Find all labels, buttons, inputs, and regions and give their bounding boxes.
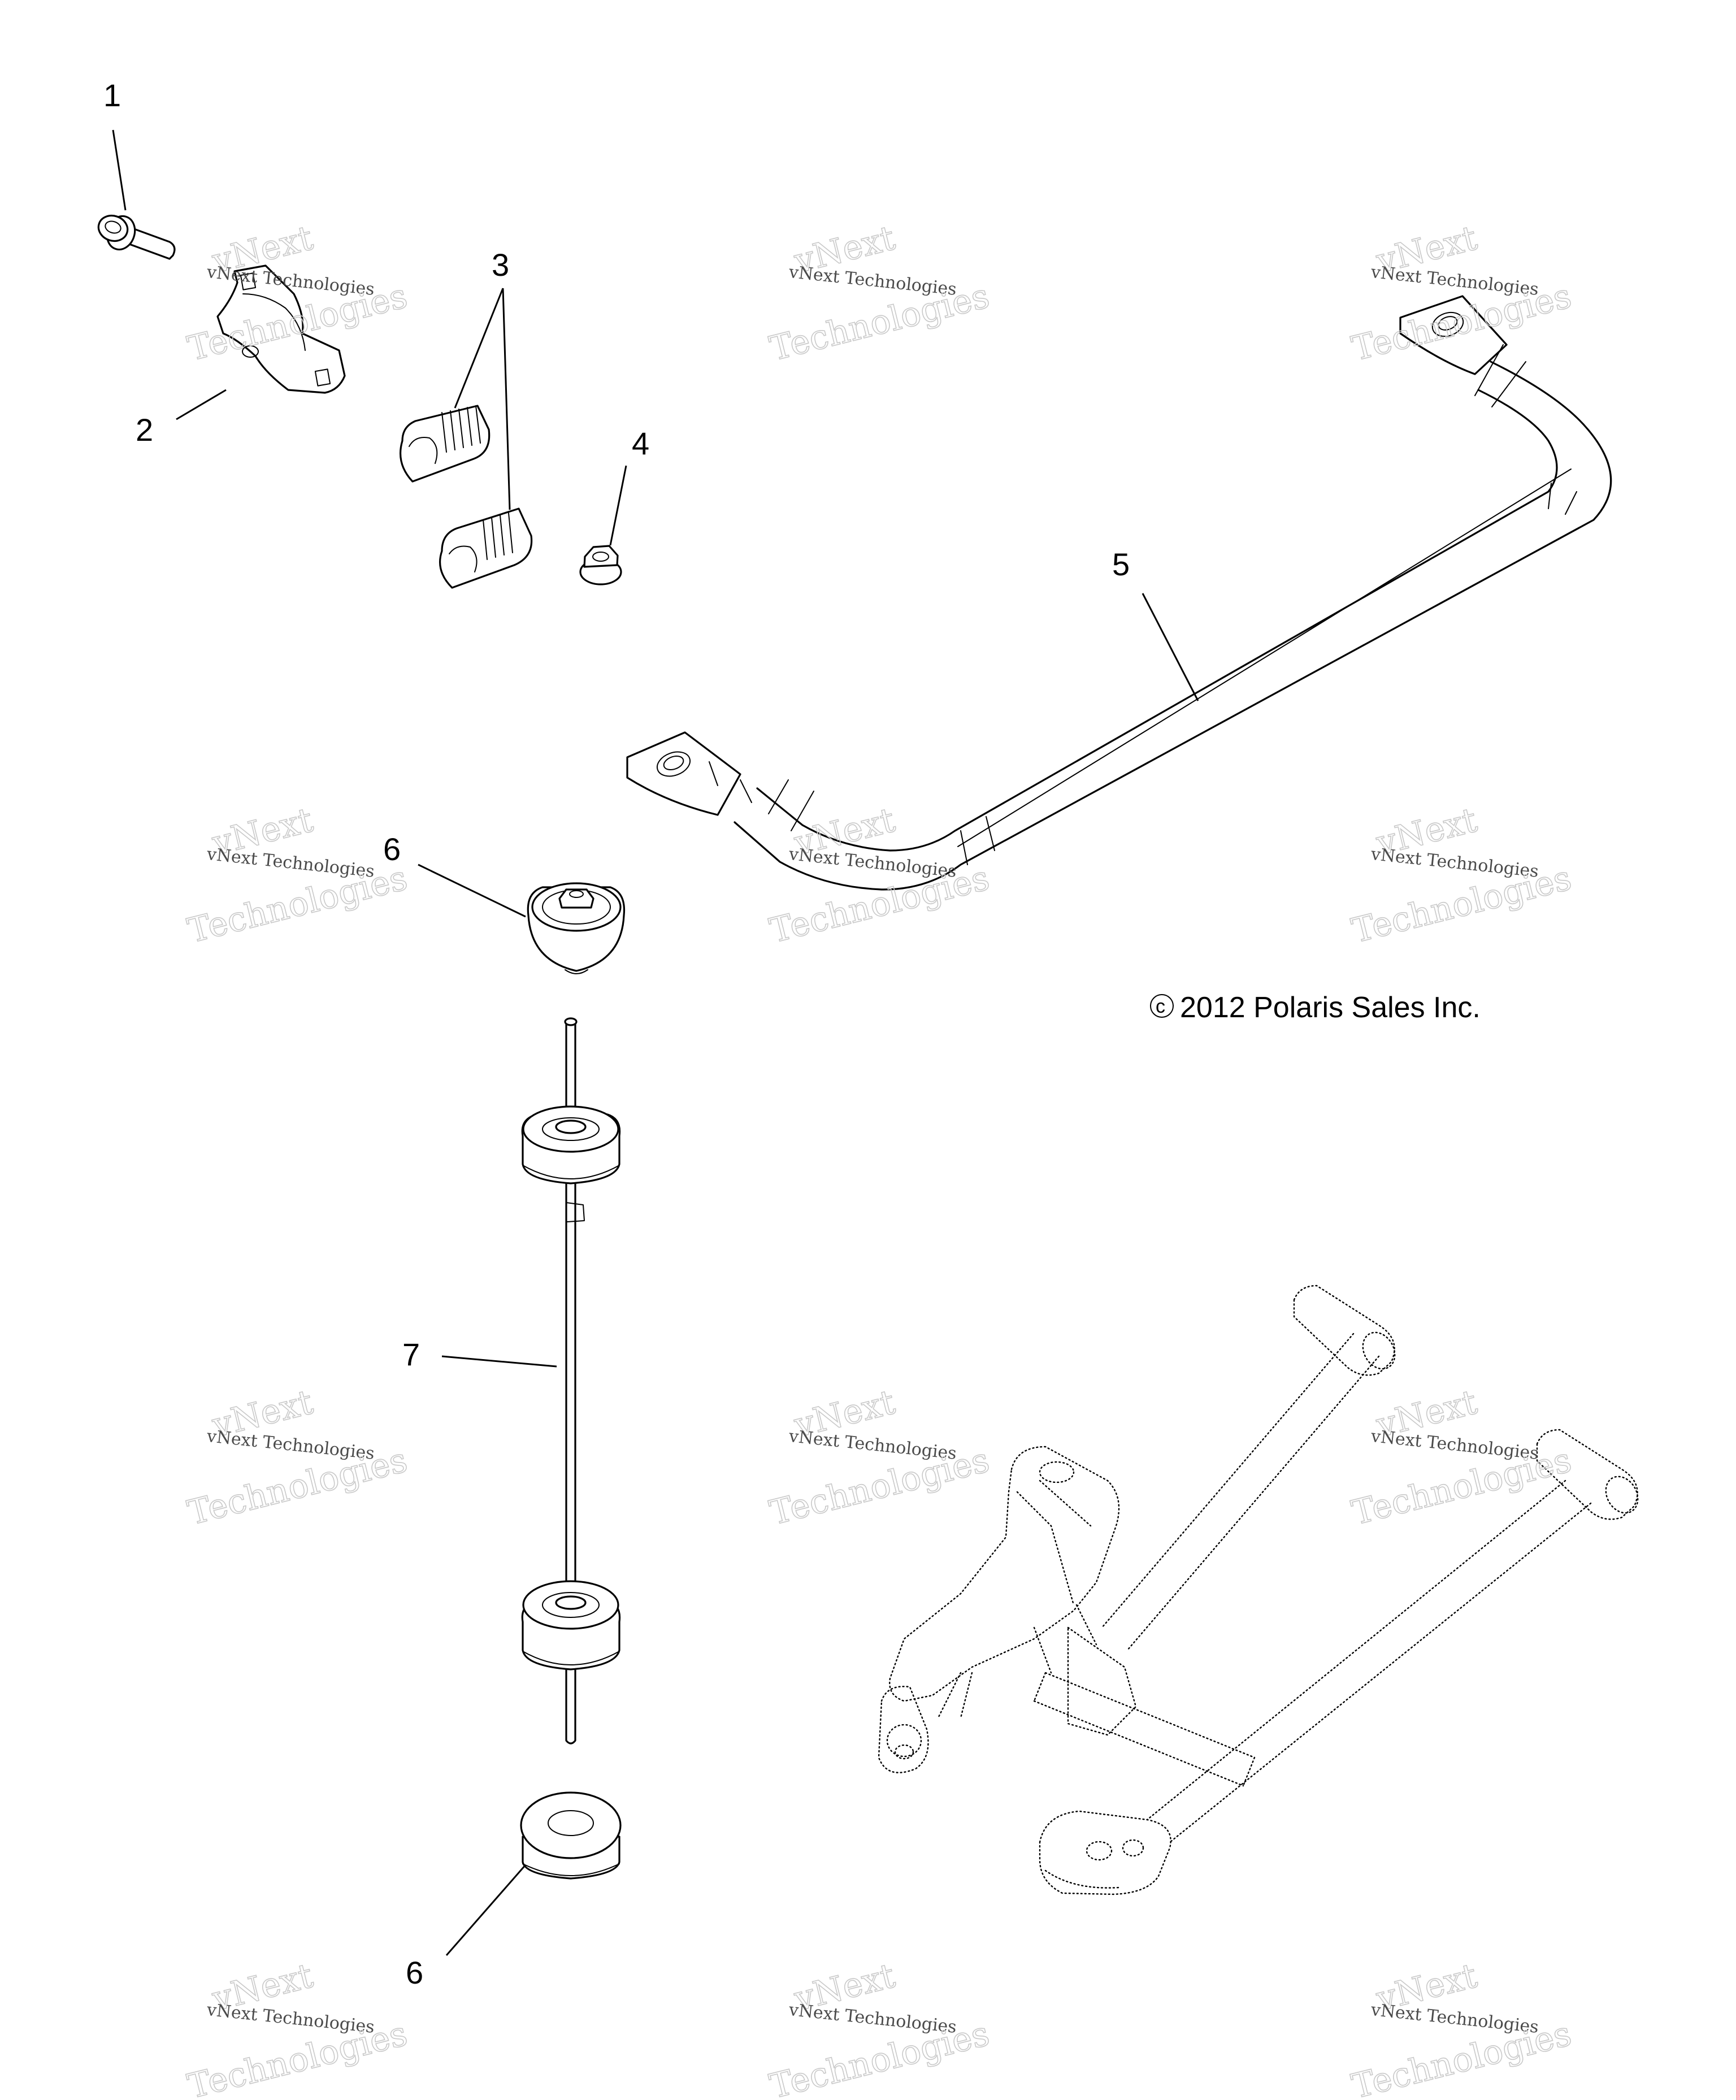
copyright-symbol [1150, 994, 1174, 1018]
copyright-symbol-letter: c [1156, 996, 1165, 1017]
part-6-grommet-bottom [520, 1791, 622, 1880]
part-6-grommet-top [527, 882, 626, 974]
copyright-notice: c 2012 Polaris Sales Inc. [1150, 991, 1481, 1024]
part-7-link-rod [521, 1017, 621, 1745]
part-3-bushing-lower [439, 507, 533, 589]
callout-3: 3 [492, 247, 509, 283]
callout-6-bottom: 6 [406, 1955, 423, 1990]
callouts: 1 2 3 4 5 6 7 6 [103, 77, 1130, 1990]
leader-lines [112, 129, 1199, 1956]
callout-1: 1 [103, 77, 121, 113]
part-2-clamp [216, 264, 346, 394]
callout-7: 7 [402, 1337, 420, 1372]
part-5-stabilizer-bar [626, 295, 1612, 891]
part-4-nut [579, 545, 622, 585]
callout-5: 5 [1112, 546, 1130, 582]
reference-trailing-arms [878, 1285, 1639, 1895]
callout-6-top: 6 [383, 831, 401, 867]
part-1-bolt [97, 214, 176, 260]
callout-2: 2 [136, 412, 153, 448]
callout-4: 4 [632, 426, 649, 461]
copyright-text: 2012 Polaris Sales Inc. [1180, 991, 1481, 1024]
part-3-bushing-upper [399, 405, 491, 483]
